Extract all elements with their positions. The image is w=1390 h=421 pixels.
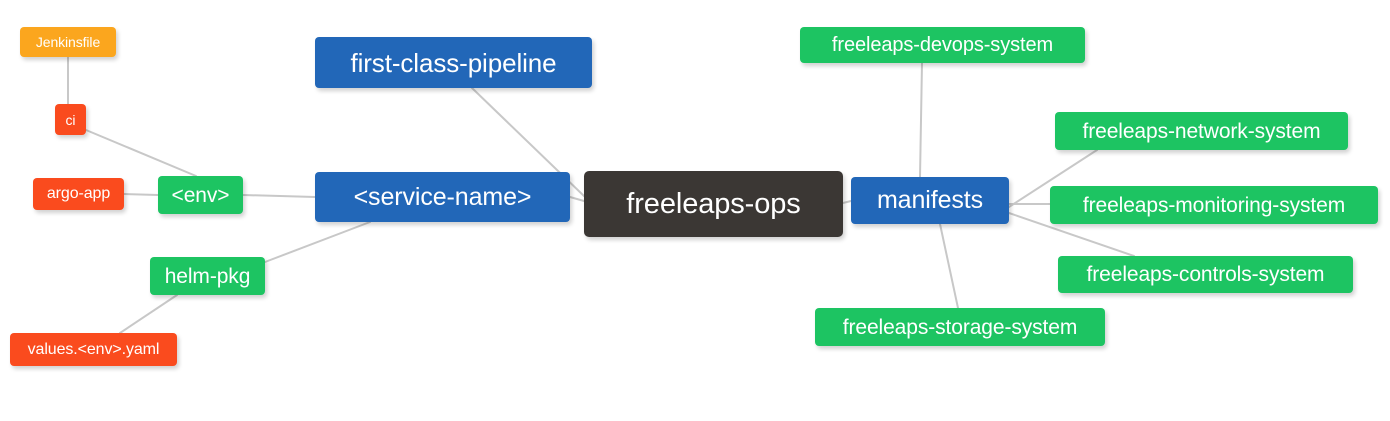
edge-env-to-ci bbox=[85, 129, 197, 177]
node-manifests[interactable]: manifests bbox=[851, 177, 1009, 224]
node-freeleaps-monitoring-system[interactable]: freeleaps-monitoring-system bbox=[1050, 186, 1378, 224]
node-first-class-pipeline[interactable]: first-class-pipeline bbox=[315, 37, 592, 88]
node-jenkinsfile[interactable]: Jenkinsfile bbox=[20, 27, 116, 57]
edge-service-name-to-helm-pkg bbox=[264, 221, 371, 263]
edge-helm-pkg-to-values-env-yaml bbox=[119, 294, 178, 334]
node-freeleaps-network-system[interactable]: freeleaps-network-system bbox=[1055, 112, 1348, 150]
edge-service-name-to-env bbox=[242, 194, 316, 198]
edge-freeleaps-ops-to-service-name bbox=[569, 196, 585, 202]
edge-env-to-argo-app bbox=[123, 193, 159, 196]
node-freeleaps-devops-system[interactable]: freeleaps-devops-system bbox=[800, 27, 1085, 63]
node-argo-app[interactable]: argo-app bbox=[33, 178, 124, 210]
node-freeleaps-controls-system[interactable]: freeleaps-controls-system bbox=[1058, 256, 1353, 293]
node-env[interactable]: <env> bbox=[158, 176, 243, 214]
edge-manifests-to-freeleaps-devops-system bbox=[919, 62, 923, 178]
node-helm-pkg[interactable]: helm-pkg bbox=[150, 257, 265, 295]
node-freeleaps-ops[interactable]: freeleaps-ops bbox=[584, 171, 843, 237]
node-service-name[interactable]: <service-name> bbox=[315, 172, 570, 222]
edge-manifests-to-freeleaps-storage-system bbox=[939, 223, 959, 309]
edge-freeleaps-ops-to-manifests bbox=[842, 200, 852, 204]
node-ci[interactable]: ci bbox=[55, 104, 86, 135]
node-values-env-yaml[interactable]: values.<env>.yaml bbox=[10, 333, 177, 366]
node-freeleaps-storage-system[interactable]: freeleaps-storage-system bbox=[815, 308, 1105, 346]
